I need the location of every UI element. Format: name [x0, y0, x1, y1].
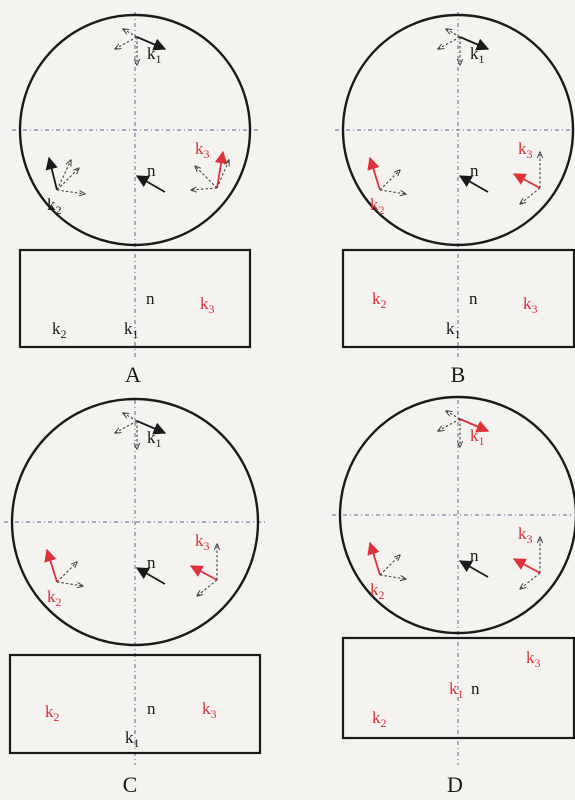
sphere-outline: [10, 397, 260, 647]
k2-vector-arrow: [44, 548, 58, 583]
n-label: n: [147, 161, 156, 180]
k1-vector-arrow: [459, 36, 490, 51]
box-k3-label: k3: [200, 294, 215, 316]
box-n-label: n: [146, 289, 155, 308]
n-label: n: [470, 546, 479, 565]
n-vector-arrow: [458, 175, 489, 193]
dashed-arrow-icon: [438, 418, 461, 431]
slab-box: [8, 653, 262, 755]
box-n-label: n: [147, 699, 156, 718]
k2-label: k2: [370, 580, 385, 602]
box-k3-label: k3: [202, 699, 217, 721]
k3-vector-arrow: [189, 565, 218, 581]
k1-label: k1: [147, 428, 162, 450]
k2-vector-arrow: [45, 156, 58, 191]
k1-label: k1: [470, 44, 485, 66]
box-k3-label: k3: [523, 294, 538, 316]
panel-caption: B: [451, 362, 466, 387]
n-vector-arrow: [135, 567, 166, 585]
dashed-arrow-icon: [56, 581, 83, 586]
slab-box: [341, 248, 575, 349]
box-k2-label: k2: [372, 708, 387, 730]
panel-caption: A: [125, 362, 141, 387]
panel-caption: C: [123, 772, 138, 797]
k2-label: k2: [370, 195, 385, 217]
slab-box: [341, 636, 575, 740]
dashed-arrow-icon: [56, 562, 77, 583]
box-k3-label: k3: [526, 648, 541, 670]
dashed-arrow-icon: [520, 187, 541, 204]
dashed-arrow-icon: [191, 188, 218, 190]
box-k1-label: k1: [125, 728, 140, 750]
box-k1-label: k1: [449, 679, 464, 701]
n-label: n: [147, 553, 156, 572]
k2-vector-arrow: [367, 156, 381, 191]
box-n-label: n: [469, 289, 478, 308]
k3-label: k3: [518, 139, 533, 161]
dashed-arrow-icon: [56, 168, 79, 191]
n-vector-arrow: [135, 175, 166, 193]
dashed-arrow-icon: [115, 420, 138, 433]
dashed-arrow-icon: [379, 574, 406, 579]
sphere-outline: [338, 395, 575, 635]
k1-vector-arrow: [136, 36, 167, 51]
dashed-arrow-icon: [56, 189, 85, 194]
sphere-outline: [341, 13, 575, 247]
k1-label: k1: [470, 426, 485, 448]
n-label: n: [470, 161, 479, 180]
k2-label: k2: [47, 195, 62, 217]
box-n-label: n: [471, 679, 480, 698]
k3-vector-arrow: [214, 150, 228, 189]
k2-label: k2: [47, 587, 62, 609]
dashed-arrow-icon: [115, 36, 138, 49]
k3-label: k3: [518, 524, 533, 546]
dashed-arrow-icon: [379, 170, 400, 191]
k2-vector-arrow: [367, 541, 381, 576]
k1-label: k1: [147, 44, 162, 66]
n-vector-arrow: [458, 560, 489, 578]
panel-caption: D: [447, 772, 463, 797]
slab-box: [18, 248, 252, 349]
box-k2-label: k2: [52, 319, 67, 341]
dashed-arrow-icon: [195, 166, 218, 189]
dashed-arrow-icon: [379, 189, 406, 194]
dashed-arrow-icon: [379, 555, 400, 576]
box-k2-label: k2: [372, 289, 387, 311]
box-k1-label: k1: [124, 319, 139, 341]
dashed-arrow-icon: [438, 36, 461, 49]
k3-label: k3: [195, 139, 210, 161]
k1-vector-arrow: [136, 420, 167, 435]
box-k1-label: k1: [446, 319, 461, 341]
dashed-arrow-icon: [197, 579, 218, 596]
k3-vector-arrow: [512, 558, 541, 574]
sphere-outline: [18, 13, 252, 247]
k3-label: k3: [195, 531, 210, 553]
k1-vector-arrow: [459, 418, 490, 433]
dashed-arrow-icon: [216, 160, 229, 189]
k3-vector-arrow: [512, 173, 541, 189]
dashed-arrow-icon: [56, 160, 71, 191]
dashed-arrow-icon: [520, 572, 541, 589]
box-k2-label: k2: [45, 702, 60, 724]
